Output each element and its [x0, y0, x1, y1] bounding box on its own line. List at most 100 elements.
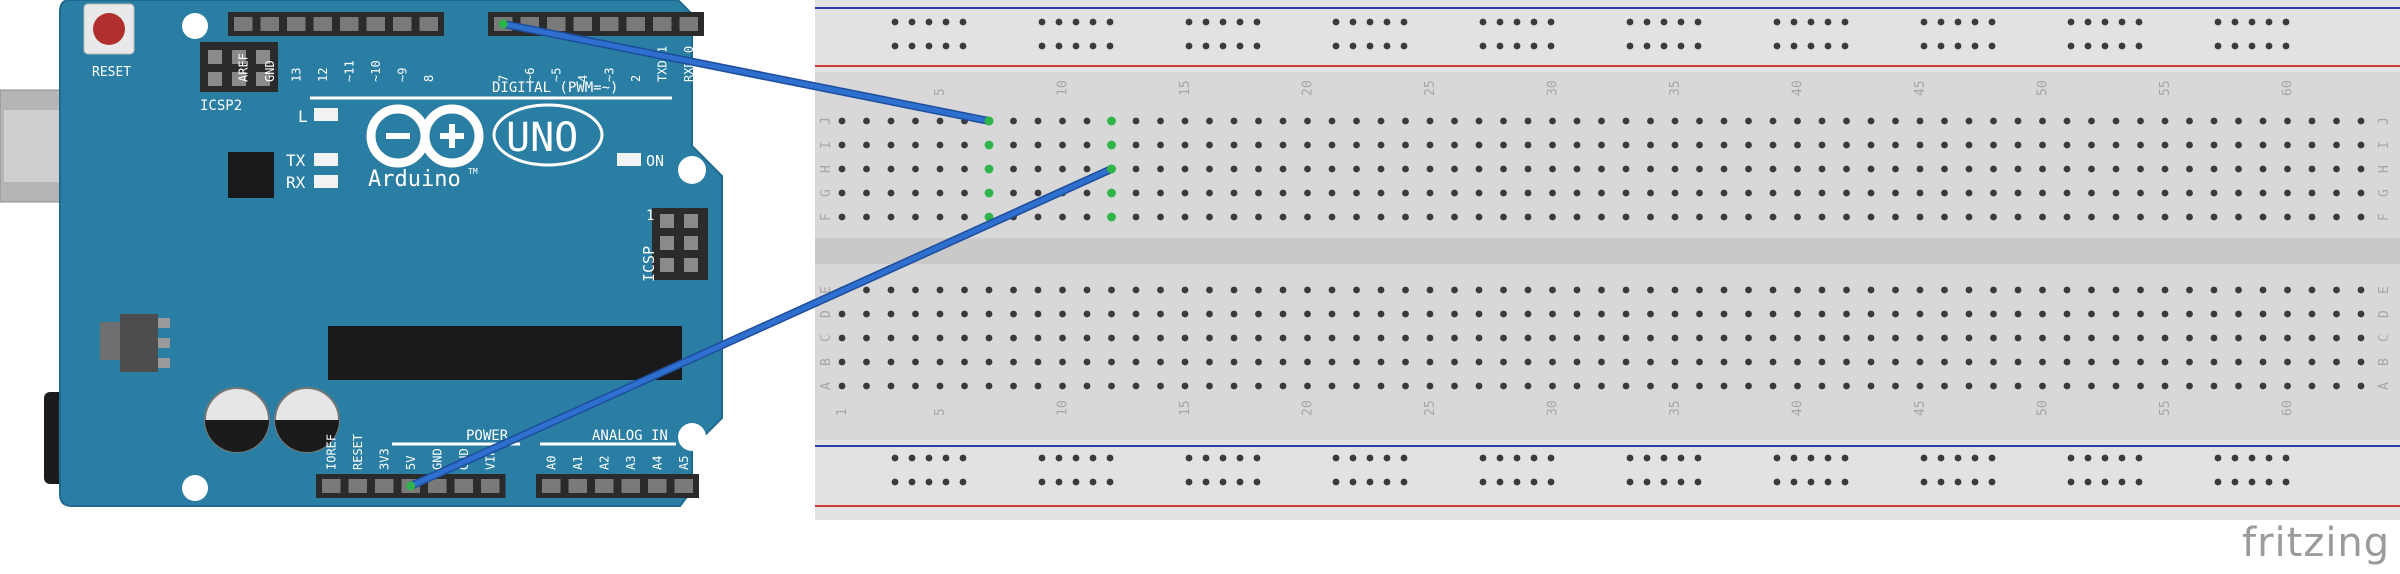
pin-label: RESET [351, 434, 365, 470]
breadboard-hole [1843, 310, 1850, 318]
rail-hole [891, 478, 899, 486]
rail-hole [1807, 42, 1815, 50]
breadboard-hole [1892, 382, 1899, 390]
breadboard-hole [2186, 310, 2193, 318]
breadboard-hole [1402, 117, 1409, 125]
breadboard-hole [1010, 310, 1017, 318]
breadboard-hole [1867, 286, 1875, 294]
rail-hole [1496, 478, 1504, 486]
breadboard-hole [1451, 382, 1458, 390]
row-letter: A [819, 382, 834, 390]
rail-hole [2282, 18, 2290, 26]
breadboard-hole [1892, 310, 1899, 318]
capacitor-1 [204, 387, 270, 453]
breadboard-hole [1206, 334, 1213, 342]
rail-hole [2067, 478, 2075, 486]
breadboard-hole [1034, 358, 1042, 366]
breadboard-hole [1304, 165, 1311, 173]
breadboard-hole [1255, 286, 1262, 294]
column-number: 5 [933, 88, 948, 96]
breadboard-hole [1304, 189, 1311, 197]
rail-hole [1626, 42, 1634, 50]
breadboard-hole [1745, 334, 1752, 342]
icsp-pin1-label: 1 [646, 208, 654, 224]
breadboard-hole [2137, 286, 2144, 294]
icsp-header [652, 208, 708, 280]
breadboard-hole [1206, 286, 1213, 294]
breadboard-hole [1598, 189, 1605, 197]
header-pin [679, 17, 698, 31]
rail-hole [1479, 454, 1487, 462]
rail-hole [1038, 454, 1046, 462]
breadboard-hole [1255, 189, 1262, 197]
rail-hole [1400, 478, 1408, 486]
rail-hole [1496, 42, 1504, 50]
rail-hole [1971, 18, 1979, 26]
breadboard-hole [912, 165, 919, 173]
header-pin [260, 17, 279, 31]
breadboard-hole [1328, 310, 1336, 318]
row-letter: F [2377, 213, 2392, 221]
rail-hole [1547, 478, 1555, 486]
breadboard-hole [838, 213, 846, 221]
wire-end [1107, 164, 1116, 174]
breadboard-hole [1524, 189, 1532, 197]
rail-hole [2118, 42, 2126, 50]
rail-hole [2101, 18, 2109, 26]
breadboard-hole [1794, 141, 1801, 149]
rail-hole [1530, 42, 1538, 50]
pin-label: 13 [289, 68, 303, 82]
rail-hole [1643, 478, 1651, 486]
rail-hole [2135, 454, 2143, 462]
rail-hole [1626, 478, 1634, 486]
breadboard-hole [1867, 141, 1875, 149]
icsp-label: ICSP [640, 246, 658, 282]
breadboard-hole [2088, 334, 2095, 342]
breadboard-hole [1255, 358, 1262, 366]
rail-hole [1479, 42, 1487, 50]
rail-hole [1790, 454, 1798, 462]
rail-hole [1547, 454, 1555, 462]
breadboard-hole [1107, 188, 1116, 198]
breadboard-hole [2063, 358, 2071, 366]
breadboard-hole [1034, 141, 1042, 149]
breadboard-hole [1524, 358, 1532, 366]
jumper-wire[interactable] [500, 21, 992, 124]
column-number: 50 [2036, 400, 2051, 416]
row-letter: G [2377, 189, 2392, 197]
jumper-wire[interactable] [408, 166, 1114, 489]
rail-hole [1694, 42, 1702, 50]
rail-hole [1202, 478, 1210, 486]
breadboard-hole [1010, 286, 1017, 294]
breadboard-hole [2357, 117, 2365, 125]
breadboard-hole [1475, 117, 1483, 125]
breadboard-hole [1549, 310, 1556, 318]
breadboard-hole [1010, 334, 1017, 342]
breadboard-hole [1377, 165, 1385, 173]
column-number: 30 [1546, 400, 1561, 416]
breadboard-hole [1745, 382, 1752, 390]
breadboard-hole [1769, 141, 1777, 149]
rail-hole [2282, 454, 2290, 462]
breadboard-hole [1549, 382, 1556, 390]
digital-label: DIGITAL (PWM=~) [492, 80, 618, 96]
breadboard-hole [961, 213, 968, 221]
breadboard-hole [2063, 334, 2071, 342]
rail-hole [2282, 42, 2290, 50]
breadboard-hole [1328, 117, 1336, 125]
rail-hole [1253, 478, 1261, 486]
breadboard-hole [1402, 382, 1409, 390]
breadboard-hole [863, 165, 870, 173]
breadboard-hole [1475, 358, 1483, 366]
breadboard-hole [1083, 213, 1091, 221]
pin-label: GND [263, 60, 277, 82]
breadboard-hole [1377, 310, 1385, 318]
breadboard-hole [1328, 334, 1336, 342]
rail-hole [1920, 42, 1928, 50]
breadboard-hole [838, 310, 846, 318]
rail-hole [1366, 18, 1374, 26]
rail-hole [1530, 478, 1538, 486]
rail-hole [1055, 42, 1063, 50]
breadboard-hole [936, 165, 944, 173]
